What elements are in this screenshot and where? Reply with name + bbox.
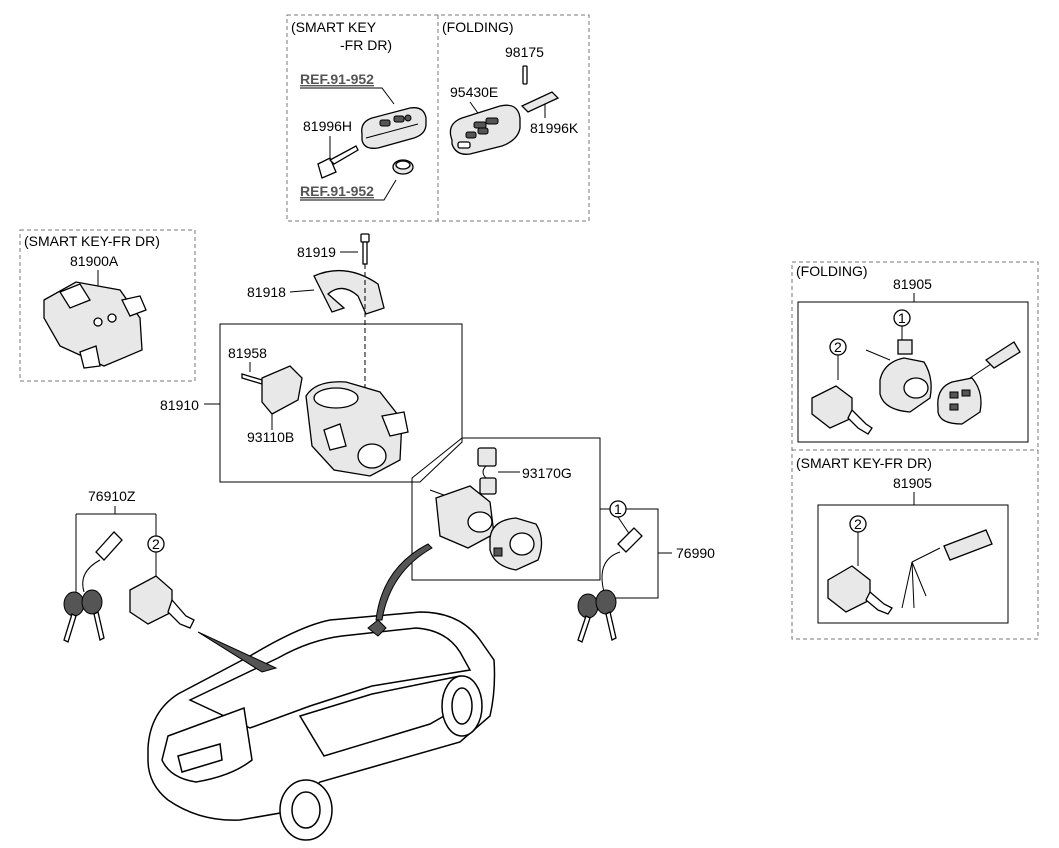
ref-label-1[interactable]: REF.91-952 — [300, 71, 374, 87]
smart-key-fr-dr-title-line2: -FR DR) — [340, 37, 392, 53]
key-tag-76910Z — [95, 531, 123, 561]
part-76910Z[interactable]: 76910Z — [88, 488, 136, 504]
folding-set-frame — [797, 301, 1029, 443]
ignition-cylinder — [429, 485, 495, 549]
lock-body-81910 — [305, 381, 409, 477]
keys-76990-group: 1 76990 — [577, 500, 715, 643]
part-81905-smart[interactable]: 81905 — [893, 475, 932, 491]
part-93110B[interactable]: 93110B — [247, 429, 294, 445]
left-group-frame — [19, 229, 196, 382]
key-pair-76990 — [577, 551, 621, 643]
folding-lock-cylinder-right — [811, 385, 873, 435]
callout-2-right-a-text: 2 — [834, 339, 842, 355]
part-81910[interactable]: 81910 — [160, 397, 199, 413]
pointer-arrow-roof — [375, 543, 433, 621]
part-76990[interactable]: 76990 — [676, 545, 715, 561]
smart-key-fr-dr-title-left: (SMART KEY-FR DR) — [24, 233, 160, 249]
folding-ignition-right — [865, 339, 932, 413]
callout-2-left-text: 2 — [152, 536, 160, 552]
left-group: (SMART KEY-FR DR) 81900A — [19, 229, 196, 382]
connector-93170G — [477, 447, 497, 495]
center-group: 81919 81918 81958 81910 93110B — [160, 233, 463, 483]
part-81919[interactable]: 81919 — [297, 244, 336, 260]
callout-1-right-text: 1 — [898, 310, 906, 326]
part-81905-folding[interactable]: 81905 — [893, 276, 932, 292]
part-98175[interactable]: 98175 — [505, 44, 544, 60]
folding-key-fob — [449, 104, 521, 155]
keys-76910Z-group: 76910Z 2 — [63, 488, 195, 643]
callout-2-right-b-text: 2 — [854, 516, 862, 532]
folding-key-blade — [520, 91, 560, 113]
smart-key-fr-dr-title-right: (SMART KEY-FR DR) — [796, 455, 932, 471]
folding-title-right: (FOLDING) — [796, 263, 868, 279]
smart-key-blades-right — [901, 529, 993, 609]
ignition-assembly-frame — [219, 323, 463, 483]
part-81918[interactable]: 81918 — [247, 284, 286, 300]
pin-98175 — [522, 65, 528, 85]
part-81996H[interactable]: 81996H — [303, 118, 352, 134]
mechanical-key-blade — [317, 145, 359, 179]
callout-1-center-text: 1 — [614, 501, 622, 517]
part-93170G[interactable]: 93170G — [522, 465, 572, 481]
part-81900A[interactable]: 81900A — [70, 253, 119, 269]
vehicle-illustration — [147, 611, 496, 841]
ref-label-2[interactable]: REF.91-952 — [300, 183, 374, 199]
coin-battery — [392, 159, 414, 175]
screw-81919 — [360, 233, 370, 265]
key-tag-76990 — [617, 527, 643, 553]
ignition-module-81900A — [43, 281, 147, 369]
smart-key-fr-dr-title-line1: (SMART KEY — [291, 19, 377, 35]
part-95430E[interactable]: 95430E — [450, 84, 498, 100]
folding-key-right — [937, 341, 1021, 425]
top-group: (SMART KEY -FR DR) (FOLDING) REF.91-952 … — [286, 14, 590, 222]
bracket-81918 — [313, 270, 385, 315]
smart-set-frame — [817, 504, 1009, 624]
screw-81958 — [241, 373, 263, 385]
ignition-switch-group: 93170G — [411, 437, 601, 581]
smart-key-fob — [361, 107, 427, 149]
door-lock-cylinder-left — [129, 575, 195, 629]
sensor-93110B — [261, 365, 303, 415]
pointer-arrow-rear — [197, 631, 278, 673]
smart-lock-cylinder-right — [827, 565, 893, 615]
right-folding-group: (FOLDING) 81905 1 2 (SMART KEY-FR DR) 81 — [791, 261, 1039, 640]
folding-title-top: (FOLDING) — [442, 19, 514, 35]
part-81996K[interactable]: 81996K — [530, 120, 579, 136]
key-pair-76910Z — [63, 559, 105, 643]
ignition-bezel — [489, 517, 543, 571]
part-81958[interactable]: 81958 — [228, 345, 267, 361]
